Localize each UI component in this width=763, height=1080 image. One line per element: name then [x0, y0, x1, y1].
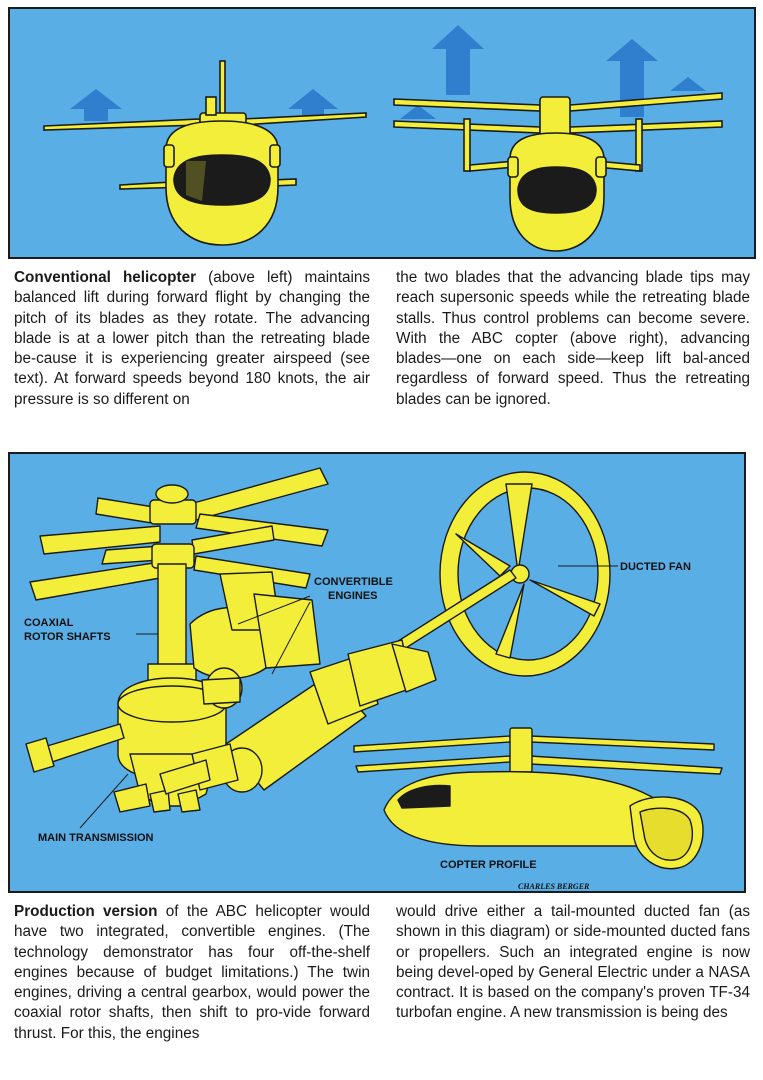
artist-signature: CHARLES BERGER [518, 882, 590, 891]
conventional-helicopter [43, 60, 367, 246]
lift-arrow-left-right [288, 89, 338, 119]
caption-conventional-lead: Conventional helicopter [14, 269, 197, 286]
lift-arrow-tall-left [432, 25, 484, 95]
lift-arrows [70, 25, 706, 121]
caption-abc: the two blades that the advancing blade … [396, 269, 750, 408]
copter-profile [353, 727, 723, 870]
lift-arrow-tall-right [606, 39, 658, 117]
rotor-comparison-illustration [43, 25, 723, 252]
production-version-panel: CONVERTIBLE ENGINES DUCTED FAN COAXIAL R… [8, 452, 746, 893]
lift-arrow-small-a [400, 105, 436, 119]
label-convertible-engines-1: CONVERTIBLE [314, 576, 393, 588]
label-coaxial-1: COAXIAL [24, 617, 74, 629]
rotor-comparison-panel [8, 7, 756, 259]
lift-arrow-small-b [670, 77, 706, 91]
caption-production-lead: Production version [14, 903, 158, 920]
caption-conventional: Conventional helicopter (above left) mai… [14, 268, 370, 410]
convertible-engine-lower [159, 639, 437, 795]
abc-helicopter [393, 92, 723, 252]
main-transmission [25, 723, 201, 813]
label-convertible-engines-2: ENGINES [328, 590, 378, 602]
caption-production-body: of the ABC helicopter would have two int… [14, 903, 370, 1042]
production-version-illustration: CONVERTIBLE ENGINES DUCTED FAN COAXIAL R… [24, 467, 723, 891]
lift-arrow-left-small [70, 89, 122, 121]
leader-lines [79, 565, 618, 829]
label-main-transmission: MAIN TRANSMISSION [38, 832, 154, 844]
caption-production: Production version of the ABC helicopter… [14, 902, 370, 1044]
convertible-engine-upper [189, 571, 321, 709]
label-ducted-fan: DUCTED FAN [620, 561, 691, 573]
label-copter-profile: COPTER PROFILE [440, 859, 537, 871]
caption-conventional-body: (above left) maintains balanced lift dur… [14, 269, 371, 408]
ducted-fan [439, 471, 611, 677]
label-coaxial-2: ROTOR SHAFTS [24, 631, 111, 643]
caption-integrated-engine: would drive either a tail-mounted ducted… [396, 903, 750, 1022]
